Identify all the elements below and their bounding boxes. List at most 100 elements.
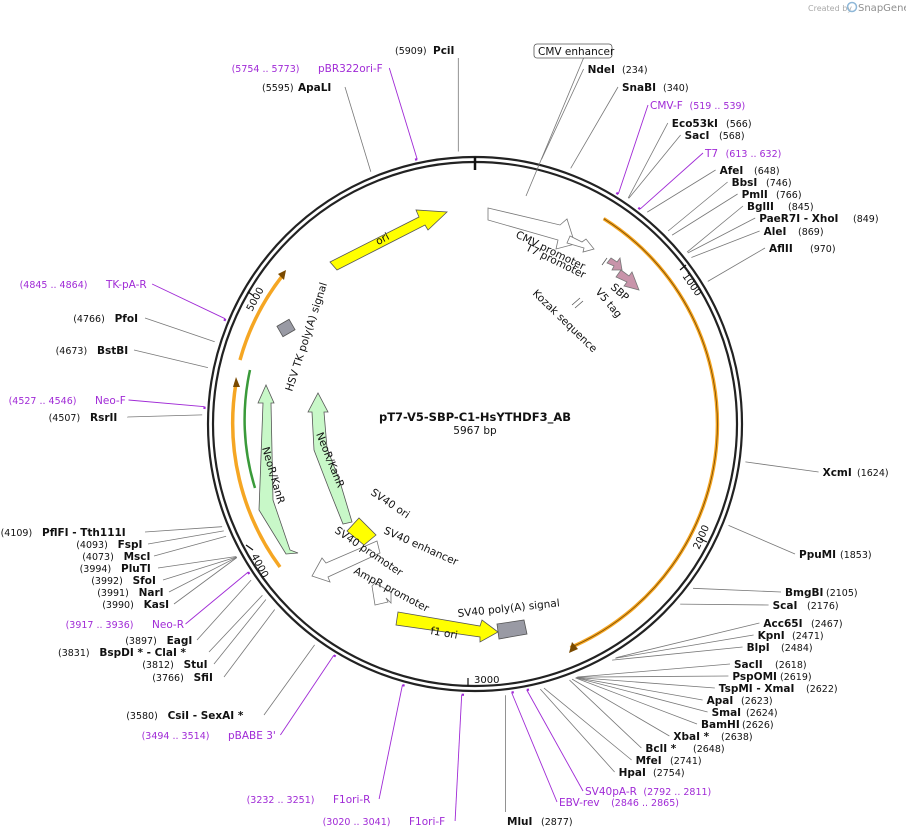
site-pos-nari: (3991) [97, 588, 129, 599]
primer-mark-pbr322ori-f [414, 158, 418, 161]
site-pos-alei: (869) [798, 227, 824, 238]
site-pos-bamhi: (2626) [742, 720, 774, 731]
primer-f1ori-r[interactable]: F1ori-R(3232 .. 3251) [247, 794, 371, 806]
site-blpi[interactable]: BlpI(2484) [747, 642, 813, 654]
site-bstbi[interactable]: BstBI(4673) [56, 345, 129, 357]
site-tspmi-xmai[interactable]: TspMI - XmaI(2622) [719, 683, 838, 695]
feature-label-sv40-ori: SV40 ori [368, 487, 411, 522]
site-hpai[interactable]: HpaI(2754) [619, 767, 685, 779]
site-bglii[interactable]: BglII(845) [747, 201, 814, 213]
site-xbai[interactable]: XbaI *(2638) [673, 731, 752, 743]
site-ppumi[interactable]: PpuMI(1853) [799, 549, 872, 561]
site-pos-xbai: (2638) [721, 732, 753, 743]
feature-f1-ori [395, 611, 499, 643]
site-leader-apali [344, 86, 372, 172]
primer-pbr322ori-f[interactable]: pBR322ori-F(5754 .. 5773) [232, 63, 383, 75]
site-scai[interactable]: ScaI(2176) [773, 600, 839, 612]
feature-v5-tag [606, 257, 623, 271]
primer-ebv-rev[interactable]: EBV-rev(2846 .. 2865) [559, 797, 679, 809]
site-kasi[interactable]: KasI(3990) [102, 599, 169, 611]
primer-pbabe-3[interactable]: pBABE 3'(3494 .. 3514) [142, 730, 276, 742]
site-eagi[interactable]: EagI(3897) [125, 635, 192, 647]
site-stui[interactable]: StuI(3812) [142, 659, 207, 671]
site-pos-ndei: (234) [622, 65, 648, 76]
site-leader-pmli [671, 193, 738, 236]
site-bmgbi[interactable]: BmgBI(2105) [785, 587, 858, 599]
site-csii-sexai[interactable]: CsiI - SexAI *(3580) [126, 710, 244, 722]
site-name-bcli: BclI * [645, 743, 676, 755]
feature-t7-promoter [566, 235, 595, 253]
site-leader-csii-sexai [263, 644, 315, 716]
site-bspdi-clai[interactable]: BspDI * - ClaI *(3831) [58, 647, 187, 659]
site-acc65i[interactable]: Acc65I(2467) [763, 618, 842, 630]
primer-mark-t7 [637, 206, 641, 210]
site-sfii[interactable]: SfiI(3766) [152, 672, 213, 684]
site-afei[interactable]: AfeI(648) [720, 165, 780, 177]
primer-neo-f[interactable]: Neo-F(4527 .. 4546) [9, 395, 126, 407]
primer-name-f1ori-f: F1ori-F [409, 816, 445, 828]
orf-arc-tk [238, 273, 285, 361]
site-name-pluti: PluTI [121, 563, 151, 575]
primer-cmv-f[interactable]: CMV-F(519 .. 539) [650, 100, 745, 112]
site-pos-pspomi: (2619) [780, 672, 812, 683]
primer-tk-pa-r[interactable]: TK-pA-R(4845 .. 4864) [20, 279, 147, 291]
site-mfei[interactable]: MfeI(2741) [636, 755, 702, 767]
primer-neo-r[interactable]: Neo-R(3917 .. 3936) [66, 619, 184, 631]
site-snabi[interactable]: SnaBI(340) [622, 82, 689, 94]
site-name-msci: MscI [124, 551, 151, 563]
primer-leader-ebv-rev [511, 692, 558, 803]
primer-sv40pa-r[interactable]: SV40pA-R(2792 .. 2811) [585, 786, 711, 798]
site-alei[interactable]: AleI(869) [764, 226, 824, 238]
site-name-apali: ApaLI [298, 82, 331, 94]
site-pos-kpni: (2471) [792, 631, 824, 642]
cmv-enhancer-label: CMV enhancer [538, 46, 615, 58]
site-sacii[interactable]: SacII(2618) [734, 659, 807, 671]
site-name-kasi: KasI [144, 599, 169, 611]
site-leader-bamhi [575, 677, 698, 725]
primer-name-ebv-rev: EBV-rev [559, 797, 600, 809]
site-pfoi[interactable]: PfoI(4766) [73, 313, 138, 325]
site-name-sfoi: SfoI [133, 575, 156, 587]
site-leader-sacii [577, 663, 731, 678]
site-bcli[interactable]: BclI *(2648) [645, 743, 724, 755]
site-name-eco53ki: Eco53kI [672, 118, 718, 130]
site-name-blpi: BlpI [747, 642, 770, 654]
site-sfoi[interactable]: SfoI(3992) [91, 575, 156, 587]
site-leader-kasi [173, 557, 238, 605]
primer-f1ori-f[interactable]: F1ori-F(3020 .. 3041) [323, 816, 446, 828]
site-mlui[interactable]: MluI(2877) [507, 816, 573, 828]
site-nari[interactable]: NarI (3991) [97, 587, 163, 599]
site-leader-ndei [541, 68, 584, 160]
primer-t7[interactable]: T7(613 .. 632) [704, 148, 781, 160]
site-bamhi[interactable]: BamHI(2626) [701, 719, 774, 731]
feature-ampr-promoter [371, 582, 392, 606]
site-msci[interactable]: MscI (4073) [82, 551, 150, 563]
site-ndei[interactable]: NdeI(234) [588, 64, 648, 76]
site-pos-fspi: (4093) [76, 540, 108, 551]
site-name-rsrii: RsrII [90, 412, 117, 424]
site-aflii[interactable]: AflII(970) [769, 243, 836, 255]
site-paer7i-xhoi[interactable]: PaeR7I - XhoI(849) [759, 213, 878, 225]
site-leader-mfei [543, 687, 632, 761]
site-apai[interactable]: ApaI(2623) [707, 695, 773, 707]
site-apali[interactable]: ApaLI(5595) [262, 82, 331, 94]
site-saci[interactable]: SacI(568) [685, 130, 745, 142]
site-xcmi[interactable]: XcmI(1624) [823, 467, 889, 479]
site-pos-pfoi: (4766) [73, 314, 105, 325]
site-pspomi[interactable]: PspOMI(2619) [732, 671, 811, 683]
site-fspi[interactable]: FspI(4093) [76, 539, 142, 551]
site-pluti[interactable]: PluTI(3994) [80, 563, 151, 575]
feature-kozak-marker-1 [571, 297, 581, 306]
site-pcii[interactable]: PciI(5909) [395, 45, 454, 57]
site-name-nari: NarI [139, 587, 164, 599]
site-pflfi-tth111i[interactable]: PflFI - Tth111I(4109) [1, 527, 126, 539]
site-kpni[interactable]: KpnI(2471) [758, 630, 824, 642]
site-pmli[interactable]: PmlI(766) [742, 189, 802, 201]
site-rsrii[interactable]: RsrII(4507) [49, 412, 118, 424]
site-bbsi[interactable]: BbsI(746) [732, 177, 792, 189]
site-eco53ki[interactable]: Eco53kI(566) [672, 118, 752, 130]
site-pos-msci: (4073) [82, 552, 114, 563]
site-smai[interactable]: SmaI(2624) [712, 707, 778, 719]
site-name-tspmi-xmai: TspMI - XmaI [719, 683, 795, 695]
orf-arc-tk-arrowhead [278, 270, 286, 280]
